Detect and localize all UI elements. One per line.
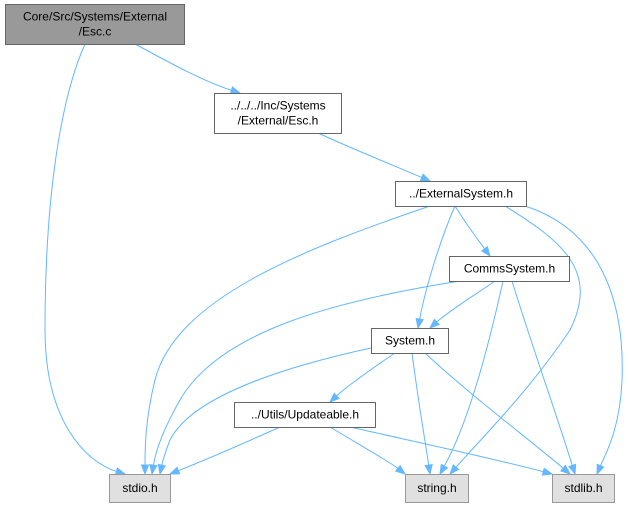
edge-line — [317, 132, 423, 179]
node-box — [371, 328, 449, 354]
arrowhead-icon — [140, 464, 150, 476]
node-esc-h[interactable]: ../../../Inc/Systems/External/Esc.h — [214, 93, 342, 134]
edge-line — [418, 205, 456, 321]
node-label: ../ExternalSystem.h — [409, 187, 513, 201]
edge-external-system-h-to-comms-system-h — [454, 205, 491, 258]
node-box — [234, 402, 376, 428]
edge-external-system-h-to-string-h — [449, 205, 581, 476]
edge-comms-system-h-to-stdlib-h — [511, 280, 577, 476]
edge-line — [329, 426, 400, 470]
edge-line — [152, 280, 461, 467]
arrowhead-icon — [328, 392, 340, 403]
edge-line — [134, 43, 233, 92]
node-box — [395, 181, 527, 207]
node-box — [405, 474, 469, 503]
arrowhead-icon — [596, 463, 605, 476]
arrowhead-icon — [415, 317, 424, 330]
edge-line — [511, 280, 574, 467]
arrowhead-icon — [114, 467, 127, 476]
arrowhead-icon — [439, 463, 449, 476]
edge-line — [435, 280, 496, 324]
edge-system-h-to-updateable-h — [328, 352, 396, 403]
edge-system-h-to-stdio-h — [157, 347, 372, 476]
node-comms-system-h[interactable]: CommsSystem.h — [449, 256, 570, 282]
node-stdlib-h[interactable]: stdlib.h — [552, 474, 615, 503]
edge-external-system-h-to-stdio-h — [140, 205, 431, 476]
arrowhead-icon — [541, 467, 554, 476]
edges-layer — [44, 43, 623, 476]
node-string-h[interactable]: string.h — [405, 474, 469, 503]
edge-system-h-to-stdlib-h — [424, 352, 572, 475]
edge-line — [443, 280, 504, 468]
node-label: CommsSystem.h — [464, 262, 555, 276]
node-box — [449, 256, 570, 282]
node-label: string.h — [417, 481, 456, 495]
node-external-system-h[interactable]: ../ExternalSystem.h — [395, 181, 527, 207]
node-updateable-h[interactable]: ../Utils/Updateable.h — [234, 402, 376, 428]
edge-line — [454, 205, 486, 250]
edge-updateable-h-to-stdlib-h — [349, 426, 554, 476]
node-label: stdio.h — [122, 481, 157, 495]
node-label: /Esc.c — [79, 25, 112, 39]
edge-comms-system-h-to-string-h — [439, 280, 504, 476]
edge-line — [454, 205, 581, 469]
edge-line — [524, 205, 623, 467]
arrowhead-icon — [560, 464, 572, 475]
edge-line — [44, 43, 118, 473]
node-label: ../../../Inc/Systems — [230, 99, 325, 113]
node-label: stdlib.h — [564, 481, 602, 495]
edge-line — [335, 352, 396, 397]
edge-external-system-h-to-stdlib-h — [524, 205, 623, 476]
node-box — [552, 474, 615, 503]
arrowhead-icon — [449, 464, 460, 476]
arrowhead-icon — [428, 318, 440, 329]
node-box — [5, 4, 185, 45]
edge-comms-system-h-to-system-h — [428, 280, 496, 329]
edge-system-h-to-string-h — [411, 352, 433, 476]
node-label: System.h — [385, 334, 435, 348]
nodes-layer: Core/Src/Systems/External/Esc.c ../../../… — [5, 4, 615, 503]
edge-esc-c-to-esc-h — [134, 43, 242, 95]
edge-updateable-h-to-stdio-h — [168, 426, 281, 475]
node-label: /External/Esc.h — [238, 114, 319, 128]
edge-external-system-h-to-system-h — [415, 205, 456, 330]
node-label: Core/Src/Systems/External — [23, 10, 167, 24]
arrowhead-icon — [568, 463, 577, 476]
arrowhead-icon — [480, 245, 491, 258]
edge-line — [424, 352, 565, 470]
arrowhead-icon — [394, 464, 407, 475]
edge-esc-c-to-stdio-h — [44, 43, 127, 476]
arrowhead-icon — [229, 86, 242, 95]
arrowhead-icon — [149, 463, 158, 476]
node-label: ../Utils/Updateable.h — [251, 408, 359, 422]
arrowhead-icon — [419, 173, 432, 182]
node-esc-c: Core/Src/Systems/External/Esc.c — [5, 4, 185, 45]
arrowhead-icon — [157, 463, 167, 476]
edge-comms-system-h-to-stdio-h — [149, 280, 461, 476]
edge-esc-h-to-external-system-h — [317, 132, 432, 182]
edge-line — [411, 352, 430, 467]
edge-line — [177, 426, 281, 472]
edge-updateable-h-to-string-h — [329, 426, 407, 475]
arrowhead-icon — [168, 466, 181, 475]
node-box — [214, 93, 342, 134]
edge-line — [144, 205, 431, 467]
node-box — [109, 474, 171, 503]
edge-line — [349, 426, 545, 473]
node-system-h[interactable]: System.h — [371, 328, 449, 354]
node-stdio-h[interactable]: stdio.h — [109, 474, 171, 503]
arrowhead-icon — [424, 463, 433, 476]
edge-line — [161, 347, 372, 467]
